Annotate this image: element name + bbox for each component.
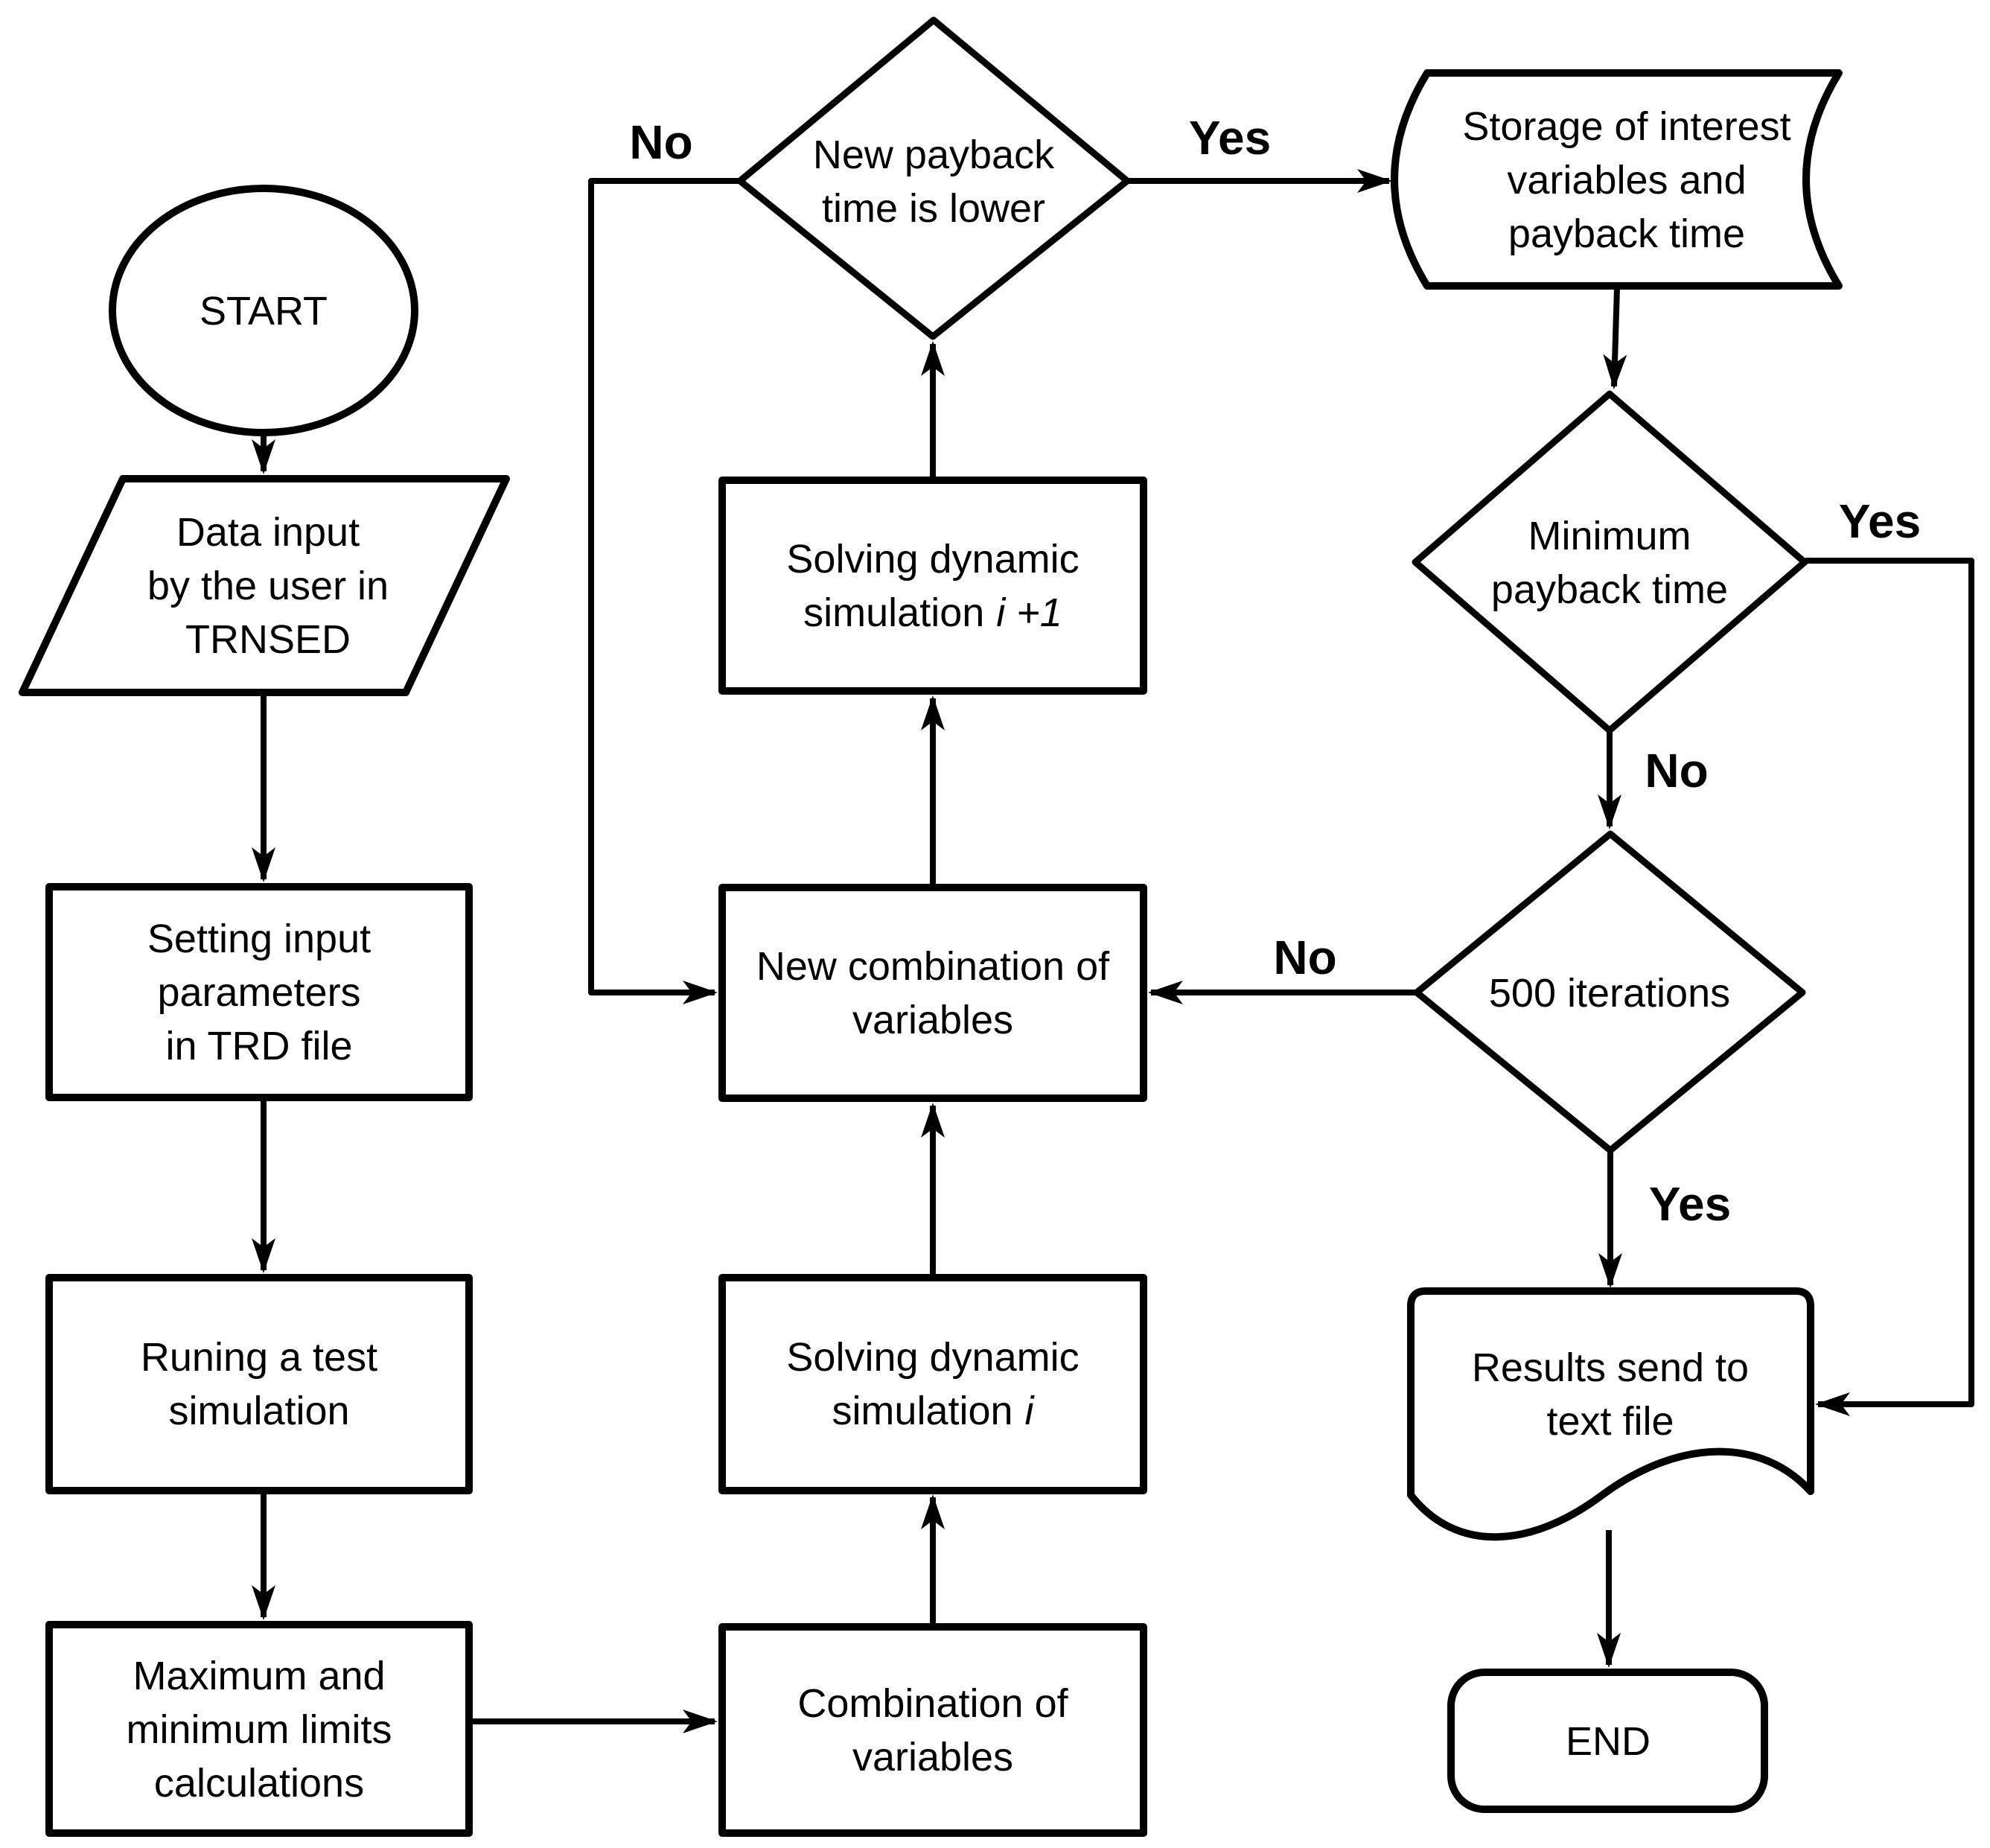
- max-min-limits-line: calculations: [154, 1761, 364, 1806]
- storage-line: variables and: [1507, 158, 1746, 203]
- label-minimum-no: No: [1645, 744, 1708, 797]
- results-line: Results send to: [1472, 1345, 1749, 1390]
- new-combination-box: [718, 884, 1147, 1102]
- node-setting-input: Setting input parameters in TRD file: [45, 883, 473, 1101]
- storage-stored-data-shape: [1391, 69, 1843, 290]
- minimum-payback-line: payback time: [1491, 567, 1728, 612]
- solving-i-box: [718, 1274, 1147, 1494]
- label-iterations-yes: Yes: [1649, 1177, 1731, 1231]
- solving-i-plus-1-box: [718, 477, 1147, 695]
- node-max-min-limits: Maximum and minimum limits calculations: [45, 1621, 473, 1837]
- storage-line: payback time: [1508, 211, 1745, 256]
- results-line: text file: [1546, 1399, 1674, 1444]
- new-combination-line: variables: [852, 998, 1013, 1042]
- label-iterations-no: No: [1273, 931, 1336, 984]
- start-label: START: [200, 289, 328, 334]
- node-combination: Combination of variables: [718, 1623, 1147, 1837]
- new-payback-diamond: [736, 16, 1131, 340]
- setting-input-line: in TRD file: [165, 1024, 352, 1068]
- data-input-line: by the user in: [147, 564, 389, 608]
- edge-labels: No Yes Yes No No Yes: [629, 111, 1921, 1231]
- edge-payback-no-loop: [588, 178, 739, 1004]
- minimum-payback-line: Minimum: [1528, 514, 1691, 558]
- setting-input-line: Setting input: [147, 917, 371, 961]
- node-minimum-payback-decision: Minimum payback time: [1412, 390, 1808, 734]
- new-combination-line: New combination of: [756, 944, 1110, 989]
- node-start: START: [109, 185, 418, 436]
- node-data-input: Data input by the user in TRNSED: [19, 475, 510, 696]
- minimum-payback-diamond: [1412, 390, 1808, 734]
- edge-storage-minimum: [1603, 287, 1627, 389]
- solving-i-line1: Solving dynamic: [786, 1335, 1079, 1380]
- running-test-line: simulation: [168, 1389, 349, 1433]
- label-payback-no: No: [629, 115, 692, 169]
- node-running-test: Runing a test simulation: [45, 1274, 473, 1494]
- solving-i-plus-1-line1: Solving dynamic: [786, 537, 1079, 582]
- data-input-parallelogram: [19, 475, 510, 696]
- 500-iterations-label: 500 iterations: [1489, 971, 1730, 1016]
- running-test-line: Runing a test: [141, 1335, 377, 1380]
- max-min-limits-box: [45, 1621, 473, 1837]
- start-ellipse: [109, 185, 418, 436]
- combination-line: variables: [852, 1735, 1013, 1780]
- combination-line: Combination of: [797, 1681, 1068, 1726]
- new-payback-line: New payback: [813, 133, 1055, 177]
- end-label: END: [1566, 1719, 1651, 1764]
- data-input-line: Data input: [176, 510, 360, 555]
- storage-line: Storage of interest: [1462, 104, 1790, 149]
- node-storage: Storage of interest variables and paybac…: [1391, 69, 1843, 290]
- max-min-limits-line: Maximum and: [133, 1654, 385, 1698]
- node-500-iterations-decision: 500 iterations: [1413, 830, 1806, 1154]
- node-results: Results send to text file: [1407, 1287, 1814, 1541]
- edges: [252, 169, 1974, 1733]
- max-min-limits-line: minimum limits: [127, 1707, 392, 1752]
- node-new-combination: New combination of variables: [718, 884, 1147, 1102]
- setting-input-box: [45, 883, 473, 1101]
- data-input-line: TRNSED: [185, 617, 351, 662]
- node-end: END: [1447, 1669, 1768, 1813]
- new-payback-line: time is lower: [822, 186, 1045, 231]
- label-payback-yes: Yes: [1189, 111, 1271, 165]
- 500-iterations-diamond: [1413, 830, 1806, 1154]
- results-document-shape: [1407, 1287, 1814, 1541]
- running-test-box: [45, 1274, 473, 1494]
- edge-minimum-yes-results: [1805, 558, 1974, 1416]
- setting-input-line: parameters: [157, 970, 360, 1015]
- label-minimum-yes: Yes: [1839, 494, 1921, 548]
- node-new-payback-decision: New payback time is lower: [736, 16, 1131, 340]
- combination-box: [718, 1623, 1147, 1837]
- end-box: [1447, 1669, 1768, 1813]
